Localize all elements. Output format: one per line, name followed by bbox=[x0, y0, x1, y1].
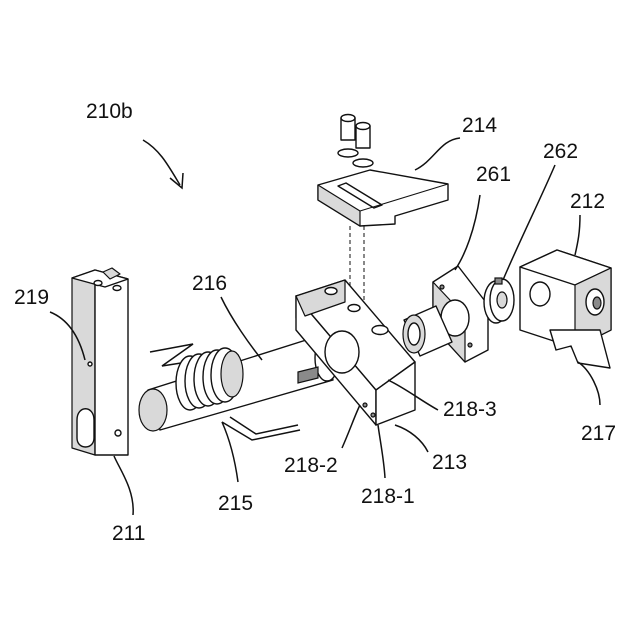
label-assembly-210b: 210b bbox=[86, 100, 133, 123]
label-215: 215 bbox=[218, 492, 253, 515]
label-262: 262 bbox=[543, 140, 578, 163]
label-218-3: 218-3 bbox=[443, 398, 497, 421]
part-211-support-arm bbox=[72, 268, 128, 455]
screw-pair bbox=[338, 115, 373, 168]
label-211: 211 bbox=[112, 522, 145, 545]
label-213: 213 bbox=[432, 451, 467, 474]
label-216: 216 bbox=[192, 272, 227, 295]
label-217: 217 bbox=[581, 422, 616, 445]
label-261: 261 bbox=[476, 163, 511, 186]
label-218-2: 218-2 bbox=[284, 454, 338, 477]
label-218-1: 218-1 bbox=[361, 485, 415, 508]
part-217-bracket-lower bbox=[550, 330, 610, 368]
assembly-arrow bbox=[143, 140, 183, 188]
label-212: 212 bbox=[570, 190, 605, 213]
part-261-bearing-flange bbox=[403, 266, 488, 362]
label-219: 219 bbox=[14, 286, 49, 309]
part-214-top-plate bbox=[318, 170, 448, 226]
label-214: 214 bbox=[462, 114, 497, 137]
part-262-collar bbox=[484, 278, 514, 323]
